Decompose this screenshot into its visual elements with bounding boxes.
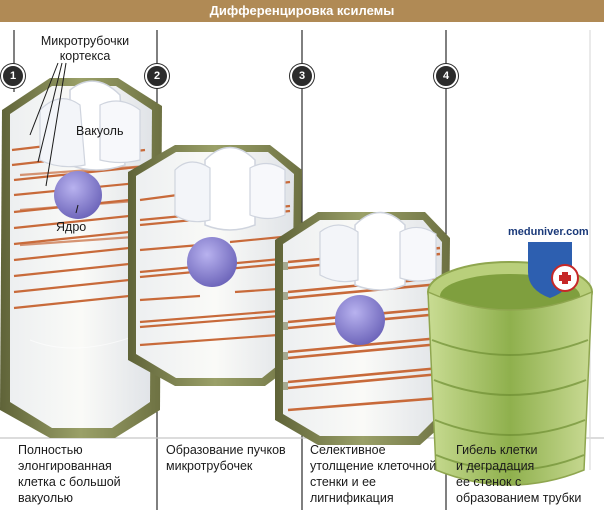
cell-1 xyxy=(0,78,162,438)
step-number-icon: 2 xyxy=(145,64,169,88)
caption-step-2: Образование пучков микротрубочек xyxy=(166,443,286,473)
watermark: meduniver.com xyxy=(508,226,589,238)
nucleus-3 xyxy=(335,295,385,345)
cell-3 xyxy=(275,211,450,445)
step-number-icon: 3 xyxy=(290,64,314,88)
nucleus-2 xyxy=(187,237,237,287)
caption-step-1: Полностью элонгированная клетка с большо… xyxy=(18,443,121,505)
caption-step-3: Селективное утолщение клеточной стенки и… xyxy=(310,443,437,505)
title-bar xyxy=(0,0,604,22)
nucleus-1 xyxy=(54,171,102,219)
label-microtubules: Микротрубочки кортекса xyxy=(40,34,130,63)
cell-2 xyxy=(128,145,302,386)
caption-step-4: Гибель клетки и деградация ее стенок с о… xyxy=(456,443,582,505)
label-nucleus: Ядро xyxy=(56,220,87,234)
leader-lines xyxy=(29,62,79,214)
label-vacuole: Вакуоль xyxy=(76,124,124,138)
shield-cross-icon xyxy=(528,242,579,298)
step-number-icon: 1 xyxy=(1,64,25,88)
diagram-title: Дифференцировка ксилемы xyxy=(209,3,395,18)
step-number-icon: 4 xyxy=(434,64,458,88)
